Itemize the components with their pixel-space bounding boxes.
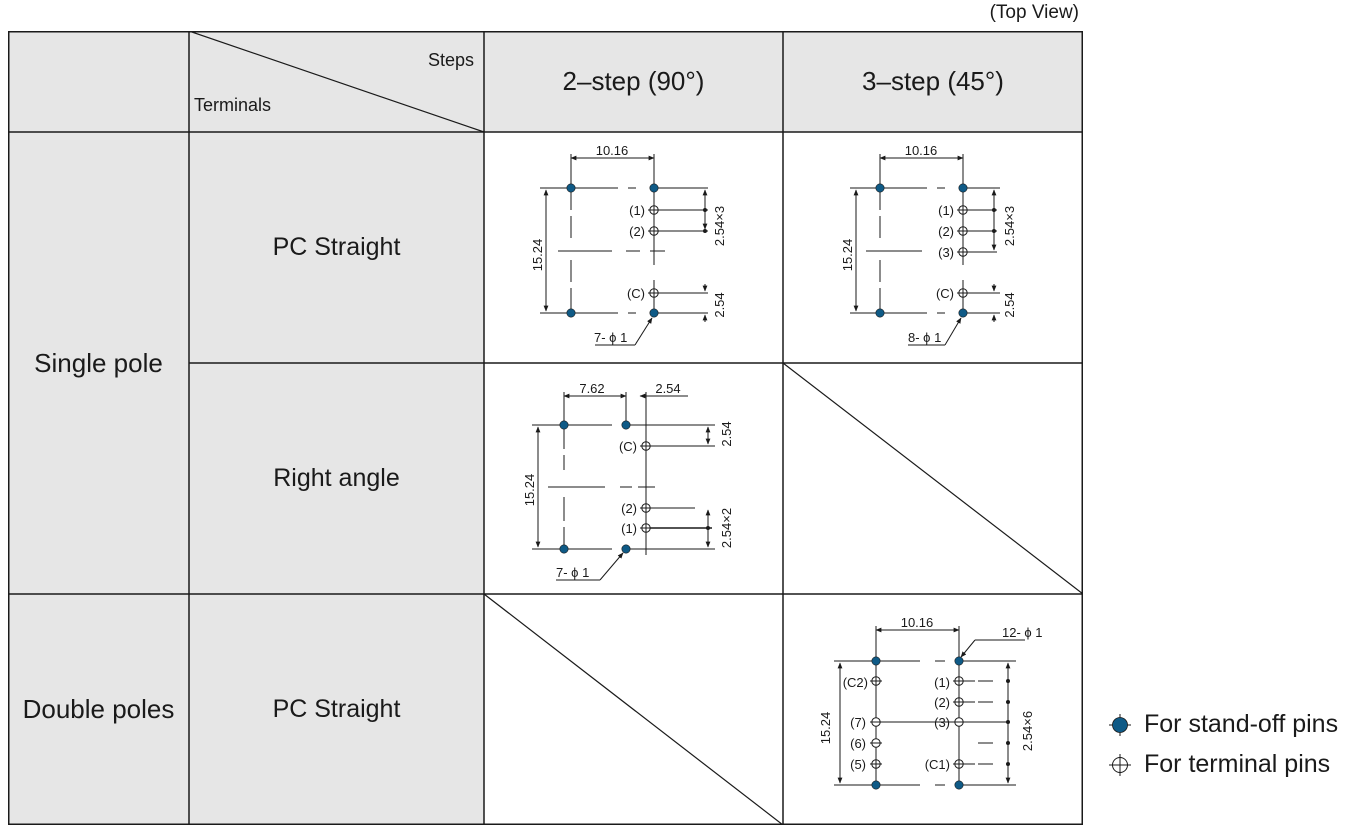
sp2-terminal-pins [648,204,660,299]
sp3-width: 10.16 [905,143,938,158]
ra2-terminal-pins [640,440,652,534]
sp2-pins: 7- ϕ 1 [594,330,627,345]
dp3-pins: 12- ϕ 1 [1002,625,1043,640]
sp2-t1: (1) [629,203,645,218]
ra2-pins: 7- ϕ 1 [556,565,589,580]
dp3-terminal-pins [870,675,965,770]
sp2-standoff-pins [566,183,659,318]
sp3-t3: (3) [938,245,954,260]
col-2step: 2–step (90°) [562,66,705,96]
dp3-width: 10.16 [901,615,934,630]
table-lines [8,31,1083,825]
sp3-height: 15.24 [840,239,855,272]
legend-terminal-label: For terminal pins [1144,750,1331,778]
dp3-pitch: 2.54×6 [1020,711,1035,751]
dp3-c1: (C1) [925,757,950,772]
sp3-standoff-pins [875,183,968,318]
dp3-height: 15.24 [818,712,833,745]
sp3-pitch: 2.54×3 [1002,206,1017,246]
sp3-pins: 8- ϕ 1 [908,330,941,345]
sp2-t2: (2) [629,224,645,239]
ra2-w2: 2.54 [655,381,680,396]
ra2-pitch: 2.54×2 [719,508,734,548]
legend-terminal: For terminal pins [1108,750,1330,779]
legend-standoff: For stand-off pins [1108,710,1338,739]
sp2-height: 15.24 [530,239,545,272]
dp3-c2: (C2) [843,675,868,690]
terminal-pin-icon [1109,753,1131,776]
dp3-t2: (2) [934,695,950,710]
dp3-t1: (1) [934,675,950,690]
ra2-t1: (1) [621,521,637,536]
sp3-tc: (C) [936,286,954,301]
pin-layout-table: Steps Terminals 2–step (90°) 3–step (45°… [8,31,1083,825]
ra2-w1: 7.62 [579,381,604,396]
col-3step: 3–step (45°) [862,66,1004,96]
drawing-right-angle-2step [532,392,715,581]
ra2-t2: (2) [621,501,637,516]
row-right-angle: Right angle [273,464,400,492]
standoff-pin-icon [1109,713,1131,736]
dp3-standoff-pins [871,656,964,790]
header-steps: Steps [428,50,475,70]
row-pc-straight-double: PC Straight [272,695,401,723]
ra2-standoff-pins [559,420,631,554]
sp3-t2: (2) [938,224,954,239]
view-note: (Top View) [989,2,1079,23]
dp3-t6: (6) [850,736,866,751]
legend-standoff-label: For stand-off pins [1144,710,1339,738]
dp3-t5: (5) [850,757,866,772]
sp2-pitch-c: 2.54 [712,292,727,317]
row-single-pole: Single pole [34,347,163,378]
sp2-width: 10.16 [596,143,629,158]
sp3-pitch-c: 2.54 [1002,292,1017,317]
dp3-t3: (3) [934,715,950,730]
sp3-terminal-pins [957,204,969,299]
row-double-poles: Double poles [22,694,175,724]
ra2-pitch-c: 2.54 [719,421,734,446]
drawing-single-2step [540,154,708,346]
label-columns [8,132,484,825]
dp3-t7: (7) [850,715,866,730]
header-terminals: Terminals [194,95,272,115]
ra2-tc: (C) [619,439,637,454]
sp3-t1: (1) [938,203,954,218]
ra2-height: 15.24 [522,474,537,507]
sp2-tc: (C) [627,286,645,301]
header-row [8,31,1083,132]
drawing-single-3step [850,154,1000,346]
row-pc-straight: PC Straight [272,233,401,261]
sp2-pitch: 2.54×3 [712,206,727,246]
